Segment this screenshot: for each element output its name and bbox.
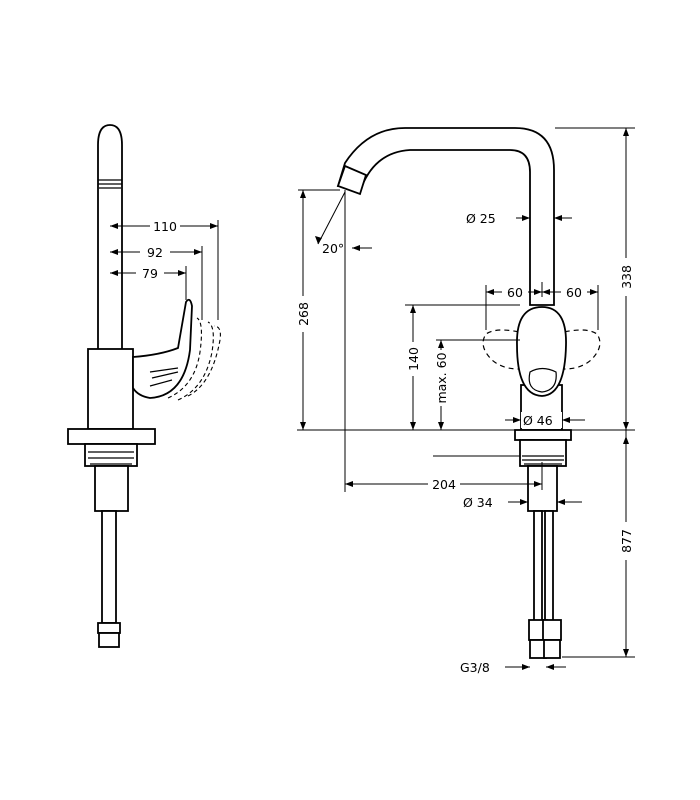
side-hose-fitting <box>97 622 121 634</box>
dim-204-label: 204 <box>432 477 456 492</box>
front-spout <box>336 127 555 306</box>
dim-60-left-label: 60 <box>507 285 523 300</box>
side-shank-thread <box>88 451 134 465</box>
front-hose-nut-right <box>543 639 561 659</box>
dim-79-label: 79 <box>142 266 158 281</box>
dim-110-label: 110 <box>153 219 177 234</box>
dim-spout-dia-label: Ø 25 <box>466 211 496 226</box>
dim-shank-dia-label: Ø 34 <box>463 495 493 510</box>
front-shank-thread <box>522 455 564 465</box>
dim-angle-label: 20° <box>322 241 344 256</box>
front-hose-left <box>533 510 543 624</box>
side-deck-plate <box>67 428 156 445</box>
side-view: 110 92 79 <box>67 124 221 648</box>
side-lever-alt-3 <box>187 325 221 397</box>
dim-877-label: 877 <box>619 529 634 553</box>
dim-60-right-label: 60 <box>566 285 582 300</box>
dim-thread-label: G3/8 <box>460 660 490 675</box>
front-view: 338 877 268 140 max. 60 20° <box>295 127 635 675</box>
front-deck-plate <box>514 429 572 441</box>
side-lever-alt-1 <box>167 317 203 399</box>
side-shank-nut <box>84 443 138 467</box>
side-lever-alt-2 <box>177 321 214 401</box>
dim-140-label: 140 <box>406 347 421 371</box>
front-hose-right <box>544 510 554 624</box>
dim-max60-label: max. 60 <box>434 352 449 403</box>
front-lever-inner <box>528 367 557 393</box>
side-lever <box>132 298 193 399</box>
front-lever <box>516 306 567 397</box>
side-shank <box>94 465 129 512</box>
dim-base-dia-label: Ø 46 <box>523 413 553 428</box>
side-hose <box>101 510 117 624</box>
side-hose-nut <box>98 632 120 648</box>
dim-268-label: 268 <box>296 302 311 326</box>
front-hose-fitting-right <box>542 619 562 641</box>
side-lever-inner <box>149 367 179 387</box>
side-body <box>87 348 134 430</box>
side-spout-column <box>97 124 123 351</box>
front-spout-outlet <box>336 164 368 196</box>
dim-92-label: 92 <box>147 245 163 260</box>
dim-338-label: 338 <box>619 265 634 289</box>
front-shank-nut <box>519 439 567 467</box>
side-spout-outlet-hatch <box>98 179 122 189</box>
